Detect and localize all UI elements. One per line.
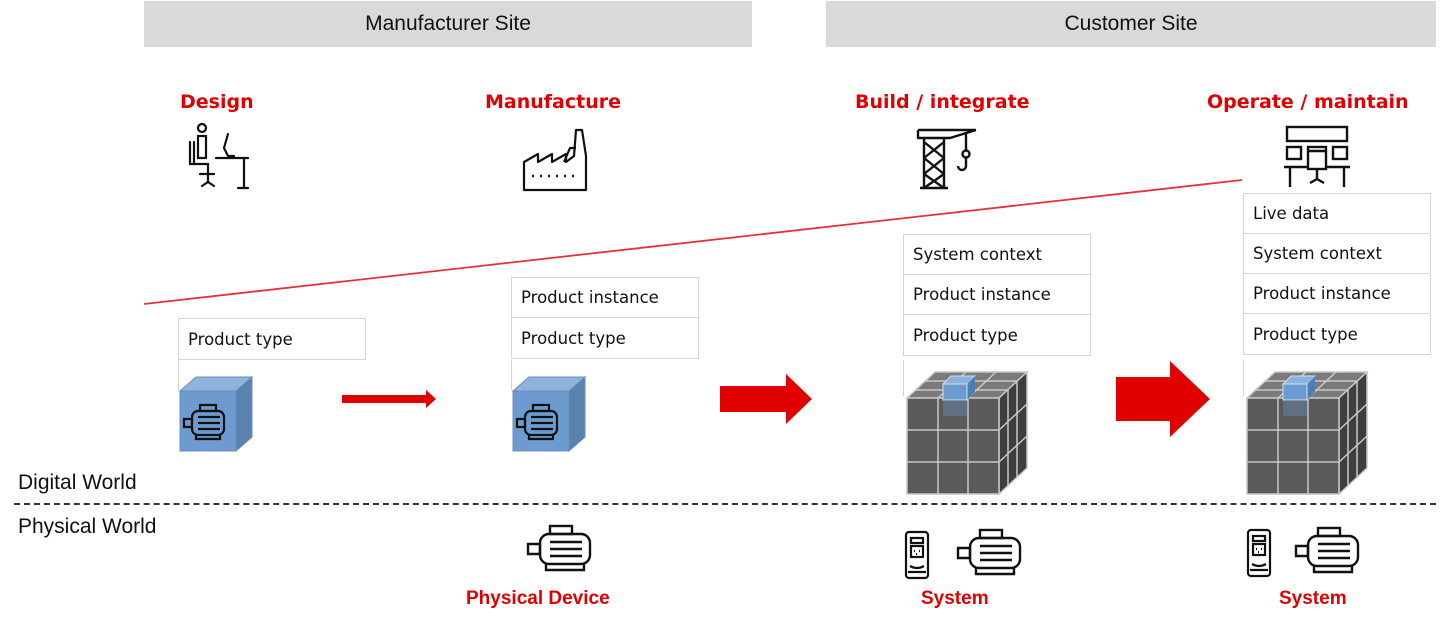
- stage-title-operate: Operate / maintain: [1207, 91, 1409, 113]
- stack-row: Product instance: [512, 278, 698, 318]
- arrow-right-icon-small: [342, 390, 436, 408]
- digital-twin-stack-operate: Live data System context Product instanc…: [1243, 193, 1431, 355]
- physical-device-label: Physical Device: [466, 588, 610, 609]
- system-label-build: System: [921, 588, 989, 609]
- stage-title-design: Design: [180, 91, 254, 113]
- stack-stem: [511, 360, 512, 390]
- drive-icon: [1246, 528, 1272, 578]
- digital-twin-stack-build: System context Product instance Product …: [903, 234, 1091, 356]
- stack-stem: [1243, 360, 1244, 396]
- stack-stem: [178, 360, 179, 390]
- stack-stem: [903, 360, 904, 396]
- arrow-right-icon-medium: [720, 374, 812, 424]
- product-type-cube-icon: [178, 375, 254, 453]
- digital-twin-stack-design: Product type: [178, 318, 366, 360]
- motor-icon: [1294, 526, 1360, 574]
- arrow-right-icon-large: [1116, 361, 1210, 437]
- stack-row: Product type: [521, 328, 626, 348]
- stack-row: Product type: [188, 329, 293, 349]
- stack-row: Product type: [1253, 324, 1358, 344]
- stack-row: Product type: [913, 325, 1018, 345]
- control-room-icon: [1284, 125, 1350, 187]
- motor-icon: [956, 528, 1022, 576]
- stack-row: Product instance: [1244, 274, 1430, 314]
- digital-twin-stack-manufacture: Product instance Product type: [511, 277, 699, 359]
- manufacturer-site-label: Manufacturer Site: [365, 12, 531, 35]
- manufacturer-site-header: Manufacturer Site: [144, 1, 752, 47]
- physical-world-label: Physical World: [18, 515, 157, 538]
- system-cube-icon-build: [905, 370, 1029, 496]
- system-label-operate: System: [1279, 588, 1347, 609]
- drive-icon: [904, 530, 930, 580]
- digital-world-label: Digital World: [18, 471, 137, 494]
- product-instance-cube-icon: [511, 375, 587, 453]
- designer-desk-icon: [188, 122, 250, 190]
- customer-site-header: Customer Site: [826, 1, 1436, 47]
- stack-row: System context: [904, 235, 1090, 275]
- motor-icon: [526, 524, 592, 572]
- stack-row: Product instance: [904, 275, 1090, 315]
- customer-site-label: Customer Site: [1064, 12, 1198, 35]
- stage-title-manufacture: Manufacture: [485, 91, 621, 113]
- stack-row: Live data: [1244, 194, 1430, 234]
- world-divider: [14, 503, 1436, 505]
- factory-icon: [522, 128, 588, 192]
- stage-title-build: Build / integrate: [855, 91, 1030, 113]
- system-cube-icon-operate: [1245, 370, 1369, 496]
- stack-row: System context: [1244, 234, 1430, 274]
- crane-icon: [916, 128, 977, 190]
